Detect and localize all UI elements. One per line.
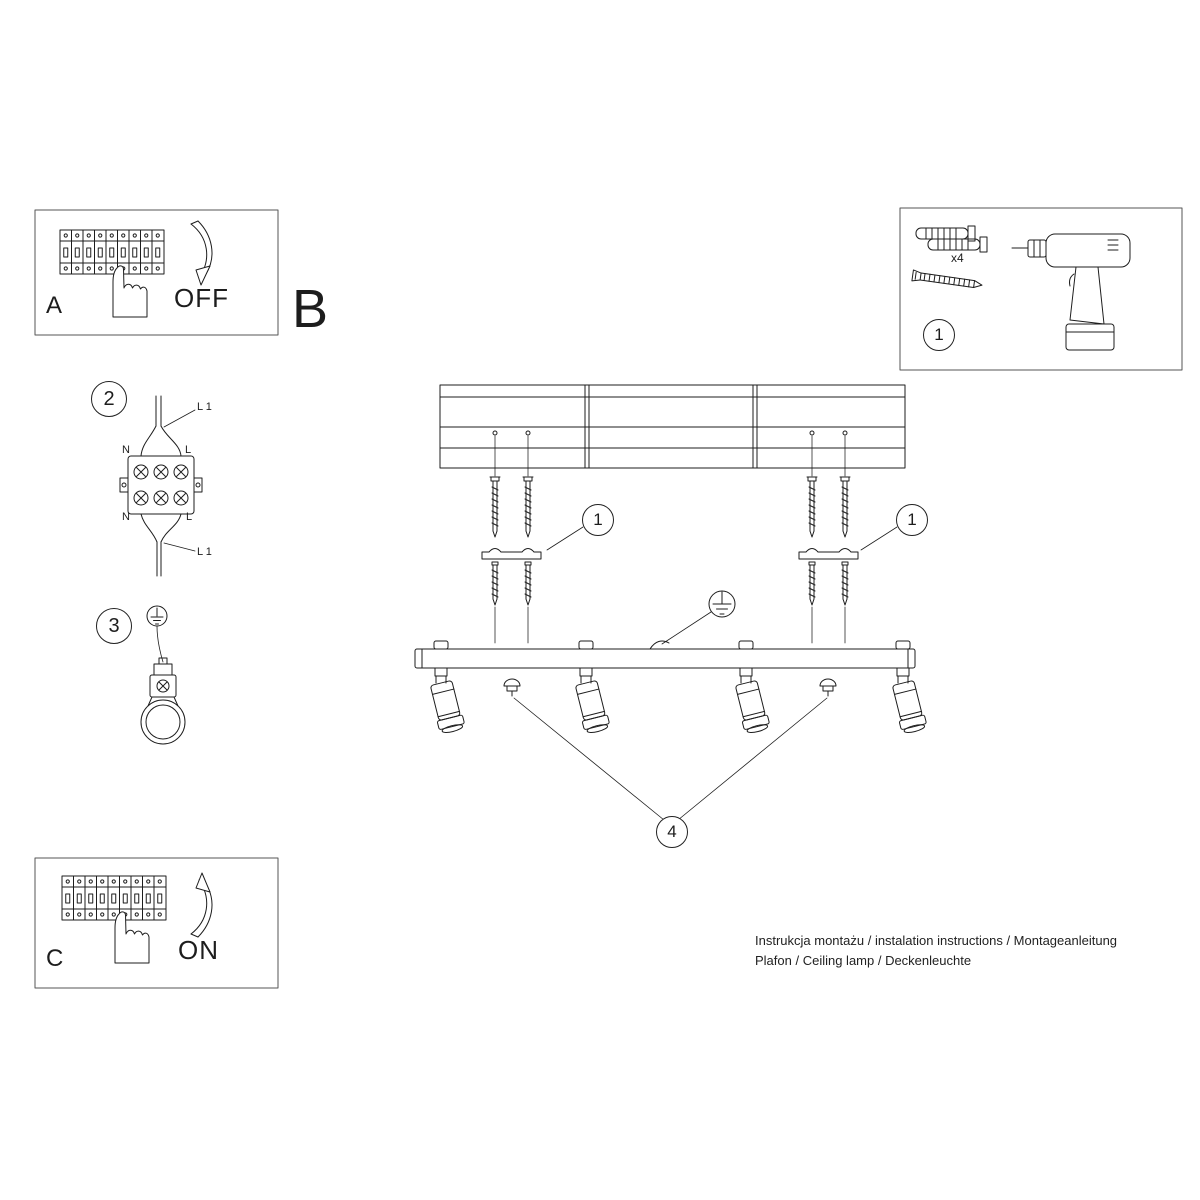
wire-label-l1-bottom: L 1 (197, 546, 212, 558)
bracket-callout-left: 1 (582, 504, 614, 536)
drill-icon (1011, 233, 1131, 351)
spotlight-icon (427, 667, 467, 736)
tools-box (899, 207, 1183, 371)
breaker-panel-on-illustration (61, 872, 213, 964)
breaker-panel-off-illustration (59, 220, 213, 318)
wall-anchor-icon (915, 225, 988, 253)
anchor-count-label: x4 (951, 251, 964, 265)
panel-a-box (34, 209, 279, 336)
mounting-bracket-right (798, 548, 859, 560)
track-lamp-illustration (414, 640, 929, 821)
panel-c-box (34, 857, 279, 989)
wire-label-n-top: N (122, 444, 130, 456)
mounting-bracket-left (481, 548, 542, 560)
panel-a-label: A (46, 292, 63, 319)
bracket-callout-right: 1 (896, 504, 928, 536)
wire-label-l-top: L (185, 444, 192, 456)
tools-step-badge: 1 (923, 319, 955, 351)
ground-clamp-illustration (140, 605, 186, 745)
section-b-label: B (292, 279, 329, 339)
cap-screw-icon (819, 678, 837, 697)
switch-off-arrow-icon (190, 220, 213, 286)
ground-symbol-main-icon (649, 590, 736, 650)
power-on-label: ON (178, 935, 219, 965)
mounting-screws-illustration (481, 435, 898, 644)
wire-label-l-bottom: L (186, 511, 193, 523)
spotlight-icon (572, 667, 612, 736)
spotlight-icon (732, 667, 772, 736)
cap-screw-icon (503, 678, 521, 697)
step-4-badge: 4 (656, 816, 688, 848)
footer-product-line: Plafon / Ceiling lamp / Deckenleuchte (755, 953, 972, 968)
ceiling-rail-illustration (439, 384, 906, 469)
switch-on-arrow-icon (190, 872, 213, 938)
power-off-label: OFF (174, 283, 229, 313)
terminal-block-wiring-diagram (119, 395, 203, 577)
step-2-badge: 2 (91, 381, 127, 417)
wire-label-l1-top: L 1 (197, 401, 212, 413)
screw-icon (911, 269, 983, 289)
wire-label-n-bottom: N (122, 511, 130, 523)
ground-symbol-icon (146, 605, 168, 627)
footer-instructions-line: Instrukcja montażu / instalation instruc… (755, 933, 1118, 948)
panel-c-label: C (46, 945, 64, 972)
spotlight-icon (889, 667, 929, 736)
step-3-badge: 3 (96, 608, 132, 644)
